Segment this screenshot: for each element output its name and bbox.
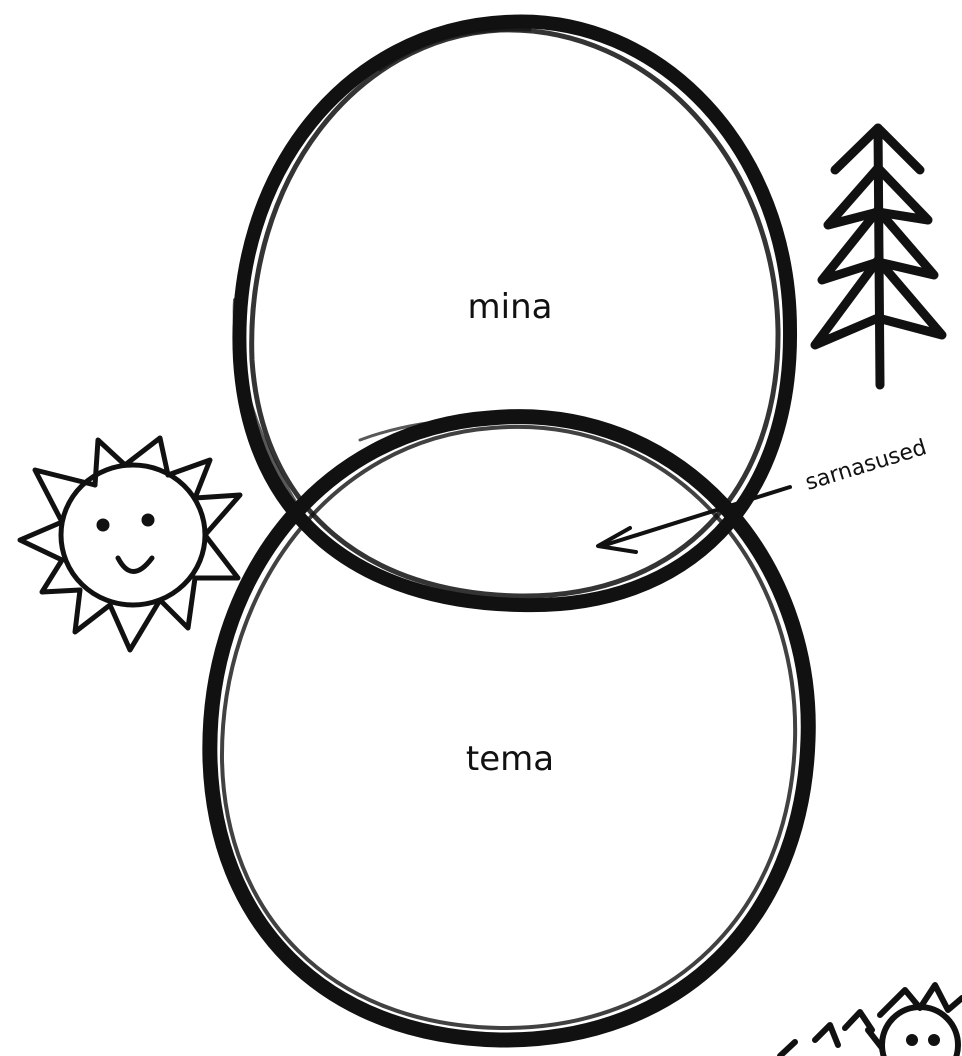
- bottom-circle-label: tema: [466, 739, 554, 779]
- overlap-label: sarnasused: [802, 435, 929, 496]
- tree-icon: [815, 128, 942, 385]
- sun-icon: [20, 438, 240, 650]
- top-circle-label: mina: [468, 287, 553, 327]
- flower-icon: [780, 985, 962, 1056]
